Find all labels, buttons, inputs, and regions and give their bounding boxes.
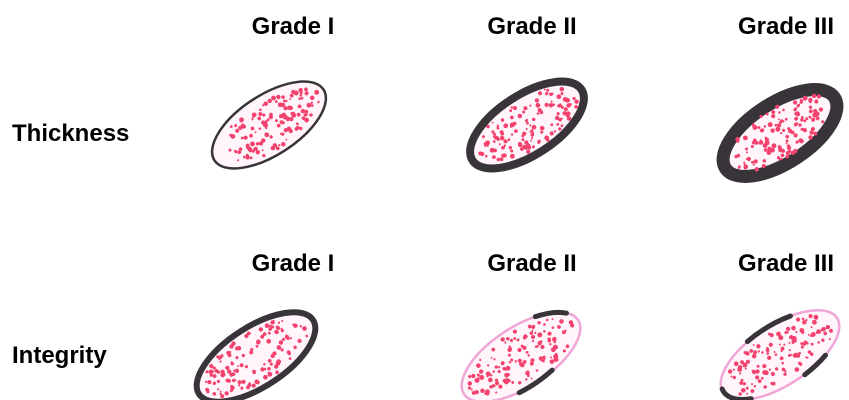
cell-thickness-grade-2 xyxy=(456,64,598,185)
cell-integrity-grade-2 xyxy=(448,295,595,400)
cell-thickness-grade-1 xyxy=(198,64,340,185)
cell-integrity-grade-1 xyxy=(183,295,330,400)
cell-integrity-grade-3 xyxy=(707,293,849,400)
cell-thickness-grade-3 xyxy=(709,72,849,193)
